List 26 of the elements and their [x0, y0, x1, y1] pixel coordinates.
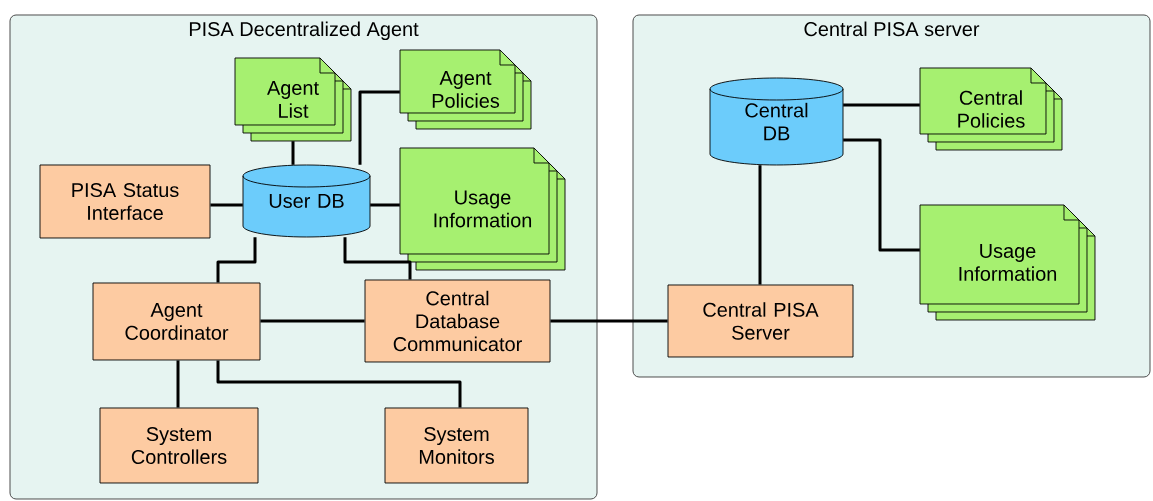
process-box: Central Database Communicator — [364, 279, 551, 363]
connector-line — [358, 90, 400, 165]
process-box: System Monitors — [384, 407, 529, 484]
connector-line — [343, 237, 412, 280]
connector-line — [843, 103, 920, 107]
document-stack: Central Policies — [919, 67, 1063, 151]
connector-line — [216, 360, 462, 408]
connector-line — [260, 319, 365, 323]
document-stack: Agent List — [234, 57, 352, 142]
connector-line — [210, 203, 243, 207]
connector-line — [843, 138, 920, 252]
connector-line — [216, 237, 257, 283]
document-stack: Agent Policies — [399, 49, 532, 130]
connector-line — [370, 203, 400, 207]
process-box: Agent Coordinator — [92, 282, 261, 361]
database-cylinder: User DB — [242, 164, 371, 238]
document-stack: Usage Information — [919, 204, 1096, 321]
process-box: System Controllers — [99, 407, 259, 484]
connector-line — [176, 360, 180, 408]
connector-line — [758, 165, 762, 285]
database-cylinder: Central DB — [709, 77, 844, 166]
process-box: Central PISA Server — [667, 284, 854, 358]
connector-line — [291, 141, 295, 165]
document-stack: Usage Information — [399, 147, 566, 271]
process-box: PISA Status Interface — [39, 164, 211, 239]
connector-line — [550, 319, 668, 323]
